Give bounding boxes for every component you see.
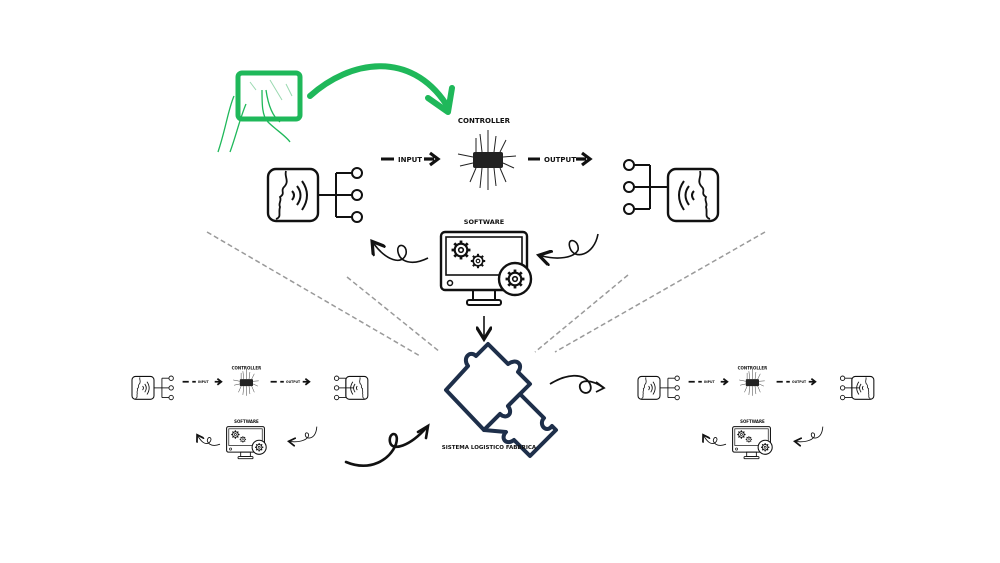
input-label: INPUT [398,156,422,164]
controller-label: CONTROLLER [232,365,261,370]
swoosh-arrow-right [549,374,605,394]
dashed-line [346,276,441,353]
swoosh-arrow-left [344,426,428,467]
voice-device-icon [637,375,661,400]
software-label: SOFTWARE [464,218,504,226]
tablet-touch-icon [217,70,303,153]
dashed-guide-lines [206,231,766,357]
controller-label: CONTROLLER [458,117,511,125]
software-label: SOFTWARE [234,419,259,424]
right-mini-diagram: CONTROLLER INPUT OUTPUT SOFTWARE [637,365,875,458]
puzzle-label: SISTEMA LOGISTICO FABBRICA [442,445,537,451]
connector-branch-right [623,159,669,215]
controller-label: CONTROLLER [738,365,767,370]
chip-icon [457,129,517,191]
input-label: INPUT [198,380,209,384]
output-arrow-icon [576,151,593,167]
loop-arrow-left [374,244,429,264]
left-mini-diagram: CONTROLLER INPUT OUTPUT SOFTWARE [131,365,369,458]
input-label: INPUT [704,380,715,384]
voice-device-icon [266,167,320,223]
connector-branch-left [317,167,363,223]
input-arrow-icon [424,151,441,167]
dashed-line [206,231,421,357]
dashed-line [534,274,629,353]
output-label: OUTPUT [544,156,576,164]
dashed-line [554,231,766,353]
puzzle-icon [444,342,558,458]
connector-branch [153,375,174,401]
green-curved-arrow [307,63,455,115]
software-label: SOFTWARE [740,419,765,424]
main-diagram: CONTROLLER INPUT OUTPUT SOFTWARE [266,117,720,336]
voice-device-icon [666,167,720,223]
output-label: OUTPUT [792,380,807,384]
voice-device-icon [131,375,155,400]
output-label: OUTPUT [286,380,301,384]
loop-arrow-right [542,233,599,258]
software-monitor-icon [441,232,531,305]
connector-branch [659,375,680,401]
